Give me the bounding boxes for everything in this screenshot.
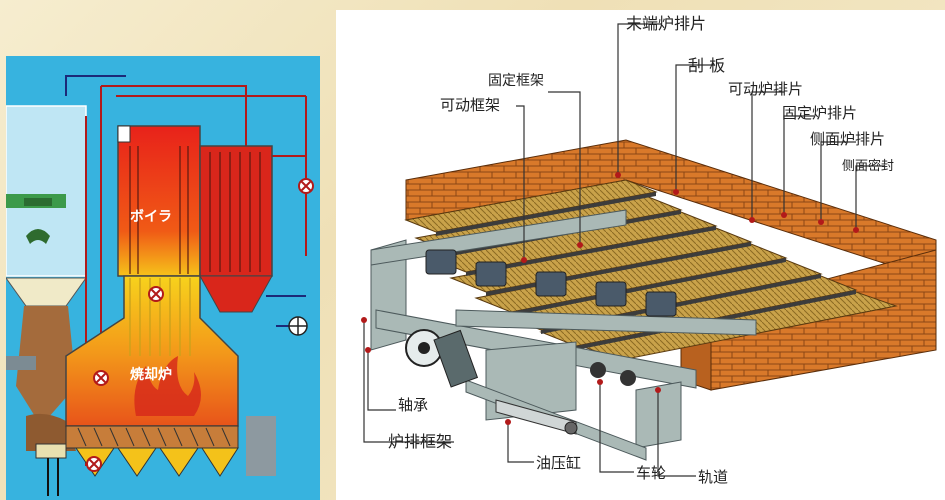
label-bearing: 轴承 (398, 396, 429, 414)
label-rail: 轨道 (698, 468, 729, 486)
furnace-label: 焼却炉 (130, 367, 172, 383)
label-movable-frame: 可动框架 (440, 96, 501, 114)
boiler-label: ボイラ (130, 209, 172, 225)
label-fixed-frame: 固定框架 (488, 73, 544, 89)
stoker-grate (65, 425, 239, 449)
waste-chute (16, 306, 76, 426)
bearing-icon (405, 329, 479, 388)
moving-grate-diagram: 末端炉排片 刮 板 固定框架 可动炉排片 可动框架 固定炉排片 侧面炉排片 侧面… (336, 10, 945, 500)
feed-hopper (6, 277, 87, 307)
drive-units (425, 249, 677, 317)
label-grate-frame: 炉排框架 (388, 432, 453, 451)
label-end-grate: 末端炉排片 (626, 14, 707, 33)
valve-icon (148, 286, 164, 302)
label-wheel: 车轮 (636, 464, 667, 482)
label-hydraulic-cylinder: 油压缸 (536, 454, 582, 472)
grate-bars (77, 427, 231, 447)
pusher-ram (6, 356, 36, 370)
wheel-icon (590, 362, 636, 386)
boiler-tubes (129, 146, 189, 274)
valve-icon (93, 370, 109, 386)
fan-icon (288, 316, 308, 336)
label-scraper: 刮 板 (688, 56, 726, 75)
pillars (47, 458, 59, 496)
ash-extractor (246, 416, 276, 476)
waste-pit-building (6, 105, 87, 277)
anchor-dots (361, 172, 859, 425)
waste-pile (26, 413, 76, 451)
convection-section (199, 145, 273, 277)
steam-drum (117, 125, 131, 143)
valve-icon (86, 456, 102, 472)
incinerator-schematic: ボイラ 焼却炉 (6, 56, 320, 500)
incinerator-drawing (6, 75, 314, 496)
label-side-seal: 侧面密封 (842, 159, 895, 174)
superheater-tubes (209, 152, 261, 272)
valve-icon (298, 178, 314, 194)
hydraulic-cylinder-icon (495, 399, 578, 435)
furnace-wall-tubes (129, 278, 191, 356)
feeder-table (35, 443, 67, 459)
label-movable-grate: 可动炉排片 (728, 80, 804, 98)
flame-icon (134, 356, 201, 416)
ash-hopper (199, 275, 273, 313)
grate-drawing (361, 23, 937, 477)
leader-lines (363, 23, 884, 477)
label-fixed-grate: 固定炉排片 (782, 104, 858, 122)
label-side-grate: 侧面炉排片 (810, 130, 886, 148)
crane-grab-icon (26, 229, 50, 244)
crane-trolley (24, 198, 52, 206)
